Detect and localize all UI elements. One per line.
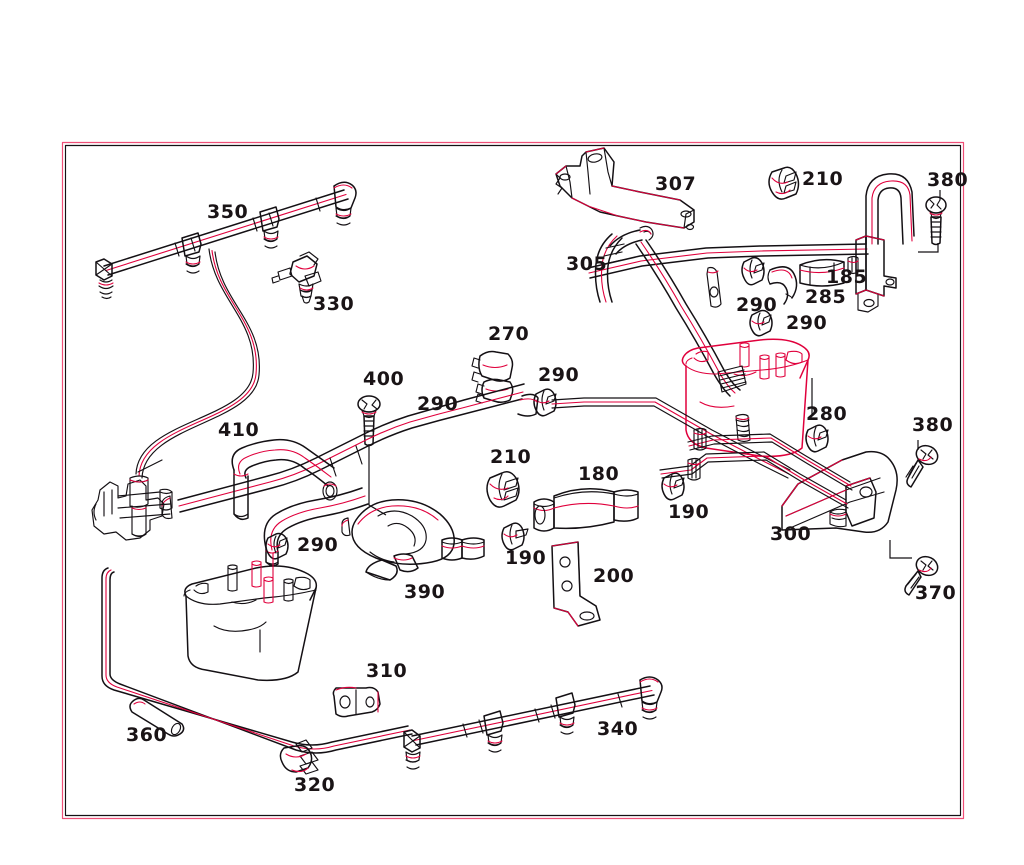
part-210-upper-clamp xyxy=(768,166,800,200)
callout-label-290-e: 290 xyxy=(297,534,338,556)
callout-label-340: 340 xyxy=(597,718,638,740)
callout-label-310: 310 xyxy=(366,660,407,682)
callout-label-185: 185 xyxy=(826,266,867,288)
leader-380-upper xyxy=(918,243,939,253)
callout-label-330: 330 xyxy=(313,293,354,315)
callout-label-305: 305 xyxy=(566,253,607,275)
callout-label-200: 200 xyxy=(593,565,634,587)
callout-label-270: 270 xyxy=(488,323,529,345)
part-285-hose xyxy=(767,266,798,305)
leader-400 xyxy=(368,444,387,516)
part-185-pipe xyxy=(799,258,845,287)
callout-label-290-a: 290 xyxy=(736,294,777,316)
part-360-sleeve xyxy=(129,697,185,737)
part-350-fuel-line xyxy=(95,181,357,479)
callout-label-370: 370 xyxy=(915,582,956,604)
callout-label-190-a: 190 xyxy=(668,501,709,523)
callout-label-280: 290 xyxy=(417,393,458,415)
callout-label-380-right: 380 xyxy=(912,414,953,436)
part-380-right-bolt xyxy=(905,440,939,488)
part-210-lower-clamp xyxy=(486,471,520,508)
part-canister-lower xyxy=(183,560,318,682)
part-340-fuel-line xyxy=(403,676,663,770)
callout-label-400: 400 xyxy=(363,368,404,390)
part-290-d-clamp xyxy=(805,424,829,453)
part-307-bracket xyxy=(555,147,695,231)
callout-label-190-b: 190 xyxy=(505,547,546,569)
callout-label-320: 320 xyxy=(294,774,335,796)
part-310-bracket xyxy=(332,686,381,718)
part-320-clip xyxy=(279,739,319,775)
callout-label-380-upper: 380 xyxy=(927,169,968,191)
callout-label-300: 300 xyxy=(770,523,811,545)
part-290-c-clamp xyxy=(533,388,557,417)
part-190-b-clamp xyxy=(501,522,529,551)
part-190-a-clamp xyxy=(661,472,685,501)
part-370-bolt xyxy=(889,540,939,596)
callout-label-350: 350 xyxy=(207,201,248,223)
callout-label-390: 390 xyxy=(404,581,445,603)
part-290-b-clamp xyxy=(749,309,773,337)
part-180-filter xyxy=(533,488,639,532)
callout-label-290-c: 290 xyxy=(538,364,579,386)
part-280-hose xyxy=(161,383,539,520)
part-200-bracket xyxy=(551,541,601,627)
part-390-pump xyxy=(341,499,485,581)
callout-label-290-d: 280 xyxy=(806,403,847,425)
callout-label-360: 360 xyxy=(126,724,167,746)
callout-label-410: 410 xyxy=(218,419,259,441)
part-tank-fitting xyxy=(717,365,751,443)
callout-label-210-upper: 210 xyxy=(802,168,843,190)
part-330-clip xyxy=(271,251,322,304)
callout-label-290-b: 290 xyxy=(786,312,827,334)
part-long-bottom-line xyxy=(101,567,413,754)
part-290-e-clamp xyxy=(265,532,289,581)
callout-label-180: 180 xyxy=(578,463,619,485)
part-long-connecting-line xyxy=(551,397,791,479)
callout-label-210-lower: 210 xyxy=(490,446,531,468)
part-410-hose xyxy=(231,438,369,567)
part-left-valve-body xyxy=(91,459,173,541)
part-right-tube-loop xyxy=(587,173,915,313)
part-tank-reservoir-upper xyxy=(681,338,810,458)
callout-label-307: 307 xyxy=(655,173,696,195)
part-290-a-clamp xyxy=(741,256,765,286)
diagram-frame xyxy=(61,141,965,820)
part-right-tube-pair xyxy=(659,427,853,509)
callout-label-285: 285 xyxy=(805,286,846,308)
part-380-upper-bolt xyxy=(925,190,947,246)
